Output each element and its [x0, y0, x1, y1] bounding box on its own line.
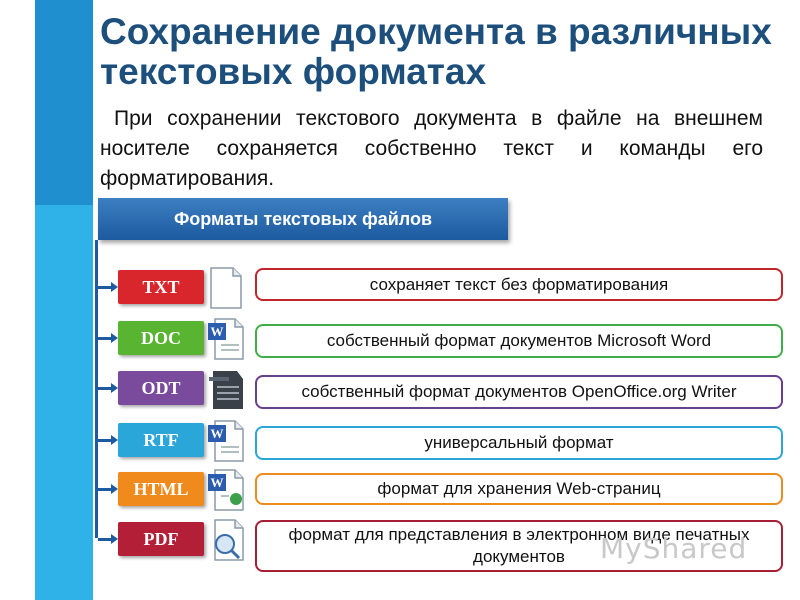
plain-text-file-icon — [210, 267, 242, 309]
format-description-odt: собственный формат документов OpenOffice… — [255, 375, 783, 409]
arrow-icon — [98, 484, 118, 494]
format-row-doc: DOC W собственный формат документов Micr… — [95, 318, 795, 369]
tree-connector-line — [95, 240, 98, 538]
format-row-rtf: RTF W универсальный формат — [95, 420, 795, 471]
decor-stripe-light — [35, 205, 93, 600]
format-description-txt: сохраняет текст без форматирования — [255, 268, 783, 301]
arrow-icon — [98, 282, 118, 292]
formats-header: Форматы текстовых файлов — [98, 198, 508, 240]
format-description-html: формат для хранения Web-страниц — [255, 473, 783, 505]
format-description-rtf: универсальный формат — [255, 426, 783, 460]
svg-text:W: W — [211, 426, 224, 441]
arrow-icon — [98, 435, 118, 445]
intro-text: При сохранении текстового документа в фа… — [100, 107, 763, 190]
format-row-html: HTML W формат для хранения Web-страниц — [95, 469, 795, 520]
arrow-icon — [98, 534, 118, 544]
arrow-icon — [98, 333, 118, 343]
pdf-document-icon — [214, 519, 244, 561]
rtf-document-icon: W — [208, 420, 244, 462]
arrow-icon — [98, 383, 118, 393]
svg-text:W: W — [211, 324, 224, 339]
format-badge-doc: DOC — [118, 321, 204, 355]
decor-stripe-dark — [35, 0, 93, 205]
html-document-icon: W — [208, 469, 244, 511]
svg-text:W: W — [211, 475, 224, 490]
format-badge-txt: TXT — [118, 270, 204, 304]
format-badge-pdf: PDF — [118, 522, 204, 556]
format-description-pdf: формат для представления в электронном в… — [255, 520, 783, 572]
format-badge-html: HTML — [118, 472, 204, 506]
slide-title: Сохранение документа в различных текстов… — [100, 11, 772, 92]
format-badge-rtf: RTF — [118, 423, 204, 457]
word-document-icon: W — [208, 318, 244, 360]
openoffice-writer-icon — [209, 371, 243, 409]
format-badge-odt: ODT — [118, 371, 204, 405]
format-row-pdf: PDF формат для представления в электронн… — [95, 519, 795, 580]
format-row-odt: ODT собственный формат документов OpenOf… — [95, 369, 795, 419]
format-row-txt: TXT сохраняет текст без форматирования — [95, 267, 795, 318]
format-description-doc: собственный формат документов Microsoft … — [255, 324, 783, 358]
watermark-text: MyShared — [600, 532, 748, 565]
